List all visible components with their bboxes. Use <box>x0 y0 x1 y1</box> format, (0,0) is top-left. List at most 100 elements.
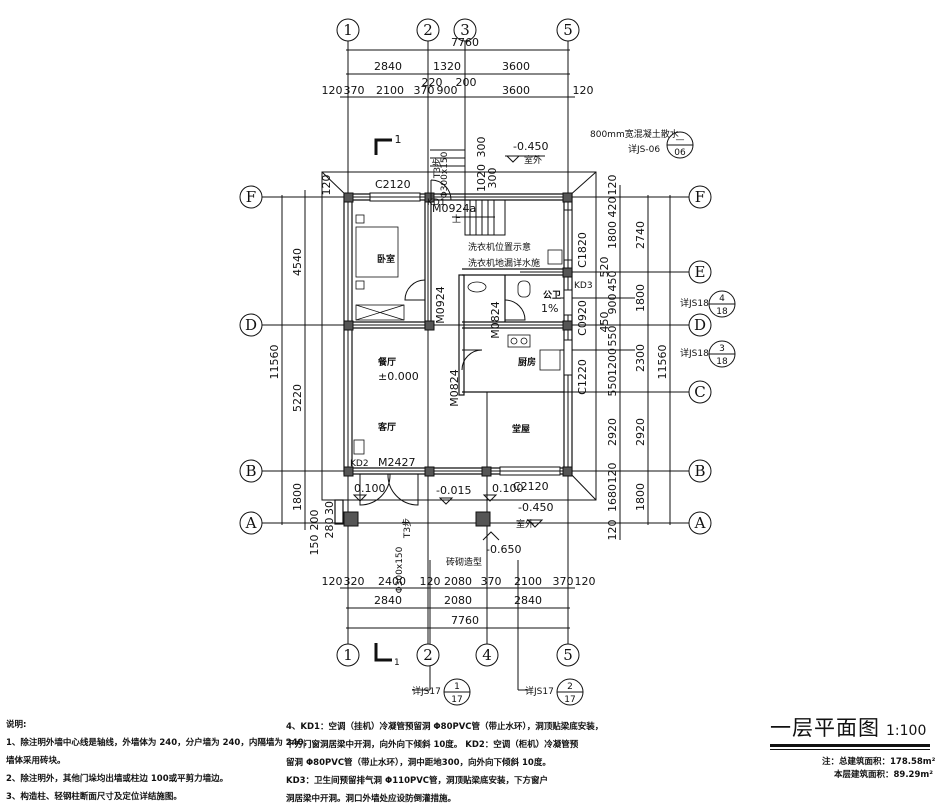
axis-bubble: 2 <box>416 643 440 667</box>
notes-left: 说明: 1、除注明外墙中心线是轴线，外墙体为 240，分户墙为 240，内隔墙为… <box>6 716 312 806</box>
note-line: 3、构造柱、轻钢柱断面尺寸及定位详结施图。 <box>6 792 182 802</box>
axis-circle <box>688 313 712 337</box>
dim-top: 220 <box>422 76 443 89</box>
ref-sheet: 17 <box>451 695 462 705</box>
title-underline-thin <box>770 749 930 750</box>
axis-bubble: 5 <box>556 18 580 42</box>
ref-sheet: 17 <box>564 695 575 705</box>
level-text: ±0.000 <box>378 370 419 383</box>
dim-bottom: 2080 <box>444 575 472 588</box>
note-line: 下方门窗洞居梁中开洞，向外向下倾斜 10度。 KD2：空调（柜机）冷凝管预 <box>286 740 579 750</box>
level-text: -0.650 <box>486 543 521 556</box>
annotation: 洗衣机地漏详水施 <box>468 257 540 269</box>
axis-label: 3 <box>460 21 470 39</box>
dim-bottom: 320 <box>344 575 365 588</box>
detail-ref: 详JS17 <box>525 685 554 697</box>
detail-reference-bubble: 418 <box>708 290 736 318</box>
axis-label: D <box>245 316 257 334</box>
detail-reference-bubble: 117 <box>443 678 471 706</box>
axis-bubble: B <box>239 459 263 483</box>
dim-right: 420 <box>606 197 619 218</box>
axis-label: 4 <box>482 646 492 664</box>
wardrobe-icon <box>355 304 405 321</box>
level-label: 室外 <box>524 154 542 166</box>
room-label-dining: 餐厅 <box>377 356 396 368</box>
dim-left: 120 <box>320 175 333 196</box>
axis-label: C <box>694 383 705 401</box>
dim-left: 150 <box>308 535 321 556</box>
dim-right: 550 <box>606 376 619 397</box>
door-label: M0824 <box>489 301 502 339</box>
dim-left: 30 <box>323 501 336 515</box>
dim-top: 3600 <box>502 60 530 73</box>
doors <box>359 179 526 506</box>
ac-unit-icon <box>353 439 365 455</box>
axis-label: B <box>245 462 256 480</box>
ref-sheet: 18 <box>716 357 728 367</box>
axis-circle <box>688 511 712 535</box>
ref-sheet: 06 <box>674 148 686 158</box>
note-line: 墙体采用砖块。 <box>6 756 66 766</box>
dim-top: 370 <box>414 84 435 97</box>
axis-bubble: D <box>688 313 712 337</box>
kd-label: KD3 <box>574 281 593 291</box>
columns <box>343 192 573 527</box>
room-label-bedroom: 卧室 <box>377 253 395 265</box>
notes-heading: 说明: <box>6 720 27 730</box>
dim-bottom: 370 <box>481 575 502 588</box>
axis-bubble: 1 <box>336 18 360 42</box>
dim-right: 520 <box>598 257 611 278</box>
axis-circle <box>688 380 712 404</box>
room-label-wc: 公卫 <box>543 290 561 301</box>
axis-label: F <box>246 188 256 206</box>
room-label-hall: 堂屋 <box>512 423 530 435</box>
kd-label: KD1 <box>427 198 446 208</box>
section-number: 1 <box>395 133 402 146</box>
axis-circle <box>453 18 477 42</box>
axis-circle <box>688 185 712 209</box>
note-line: 1、除注明外墙中心线是轴线，外墙体为 240，分户墙为 240，内隔墙为 240… <box>6 738 313 748</box>
dim-right: 900 <box>606 294 619 315</box>
dim-left: 5220 <box>291 384 304 412</box>
axis-circle <box>239 185 263 209</box>
floor-area: 本层建筑面积：89.29m² <box>834 770 933 780</box>
annotation: 洗衣机位置示意 <box>468 241 531 253</box>
axis-bubble: A <box>239 511 263 535</box>
axis-label: B <box>694 462 705 480</box>
annotation: Φ300x150 <box>440 151 450 198</box>
dim-top: 1320 <box>433 60 461 73</box>
dim-bottom: 120 <box>322 575 343 588</box>
room-label-kitchen: 厨房 <box>518 356 536 368</box>
stairs <box>430 149 506 236</box>
dim-left: 1800 <box>291 483 304 511</box>
dim-right: 2300 <box>634 344 647 372</box>
axis-circle <box>688 459 712 483</box>
axis-label: A <box>245 514 257 532</box>
door-label: M0924 <box>434 286 447 324</box>
axis-bubble: F <box>239 185 263 209</box>
door-label: M0824 <box>448 369 461 407</box>
dim-left: 11560 <box>268 345 281 380</box>
note-line: 4、KD1：空调（挂机）冷凝管预留洞 Φ80PVC管（带止水环），洞顶贴梁底安装… <box>286 722 604 732</box>
level-label: 室外 <box>516 518 534 530</box>
annotation: 详JS-06 <box>628 143 660 155</box>
dim-top: 370 <box>344 84 365 97</box>
slope-text: 1% <box>541 302 558 315</box>
ref-number: 2 <box>567 682 573 692</box>
dim-right: 1800 <box>634 483 647 511</box>
dim-right: 1800 <box>634 284 647 312</box>
axis-label: 2 <box>423 21 433 39</box>
window-label: C1820 <box>576 232 589 268</box>
dim-left: 200 <box>308 510 321 531</box>
kd-label: KD2 <box>350 459 369 469</box>
ref-number: 4 <box>719 294 725 304</box>
axis-bubble: 5 <box>556 643 580 667</box>
dim-right: 550 <box>606 326 619 347</box>
axis-bubble: C <box>688 380 712 404</box>
dim-stair: 300 <box>475 137 488 158</box>
dim-left: 280 <box>323 518 336 539</box>
dim-top: 120 <box>573 84 594 97</box>
dim-top: 200 <box>456 76 477 89</box>
dim-top: 900 <box>437 84 458 97</box>
